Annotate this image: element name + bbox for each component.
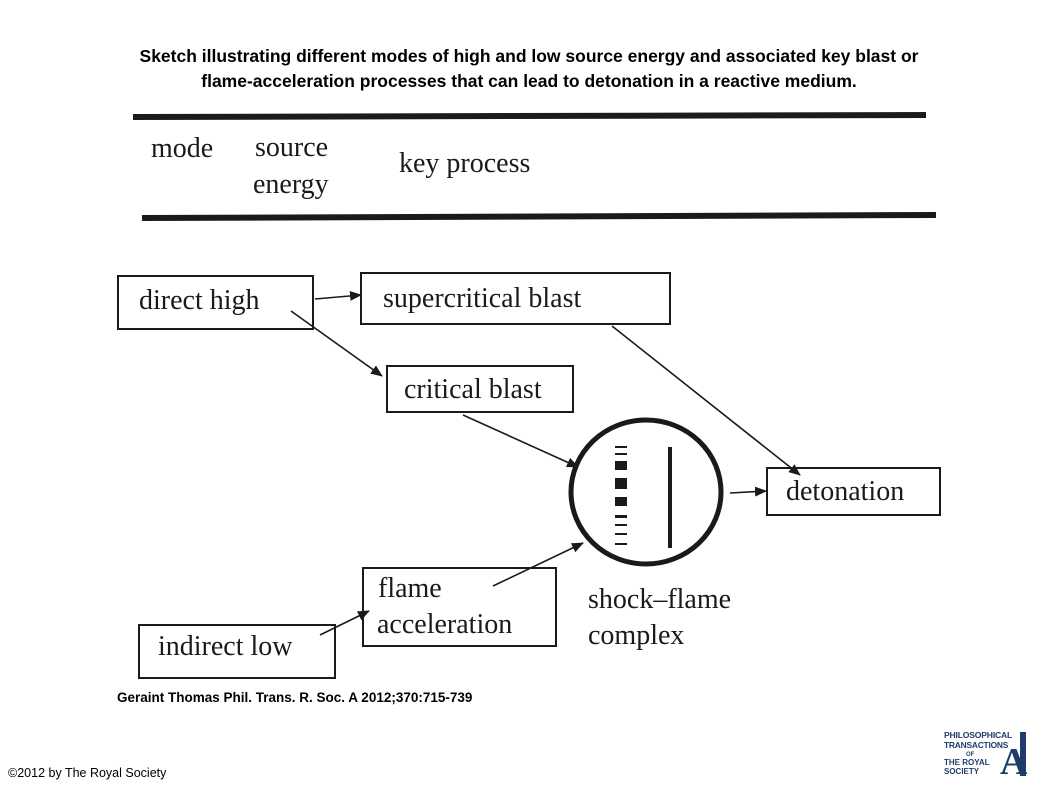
arrow-direct-high-to-critical (290, 310, 383, 377)
logo-bar (1020, 732, 1026, 776)
flame-label-line-2: acceleration (377, 609, 512, 640)
caption-line-2: flame-acceleration processes that can le… (201, 71, 857, 91)
shock-flame-complex-symbol (568, 417, 724, 567)
arrow-shock-flame-to-detonation (729, 486, 767, 497)
logo-line-3: OF (966, 752, 975, 758)
caption-line-1: Sketch illustrating different modes of h… (139, 46, 919, 66)
supercritical-blast-label: supercritical blast (383, 283, 581, 314)
logo-line-2: TRANSACTIONS (944, 740, 1009, 750)
header-source-line-2: energy (253, 169, 329, 200)
direct-high-label: direct high (139, 285, 260, 316)
header-top-rule (132, 112, 927, 120)
figure-caption: Sketch illustrating different modes of h… (40, 44, 1018, 94)
header-bottom-rule (141, 212, 937, 221)
copyright-notice: ©2012 by The Royal Society (8, 766, 167, 780)
arrow-supercritical-to-detonation (611, 325, 801, 476)
arrow-flame-to-shock-flame (492, 542, 584, 587)
detonation-box (766, 467, 941, 516)
royal-society-logo: PHILOSOPHICAL TRANSACTIONS OF THE ROYAL … (944, 730, 1028, 781)
arrow-indirect-low-to-flame (319, 610, 370, 636)
detonation-label: detonation (786, 476, 904, 507)
logo-line-5: SOCIETY (944, 767, 980, 776)
critical-blast-label: critical blast (404, 374, 542, 405)
citation: Geraint Thomas Phil. Trans. R. Soc. A 20… (117, 690, 473, 705)
shock-flame-label-line-2: complex (588, 620, 684, 651)
header-key-process: key process (399, 148, 530, 179)
logo-line-4: THE ROYAL (944, 758, 990, 767)
arrow-direct-high-to-supercritical (314, 290, 362, 301)
flame-acceleration-box (362, 567, 557, 647)
flame-label-line-1: flame (378, 573, 442, 604)
direct-high-box (117, 275, 314, 330)
shock-flame-label-line-1: shock–flame (588, 584, 731, 615)
header-mode: mode (151, 133, 213, 164)
header-source-line-1: source (255, 132, 328, 163)
logo-line-1: PHILOSOPHICAL (944, 730, 1013, 740)
arrow-critical-to-shock-flame (462, 414, 579, 468)
indirect-low-label: indirect low (158, 631, 293, 662)
critical-blast-box (386, 365, 574, 413)
indirect-low-box (138, 624, 336, 679)
